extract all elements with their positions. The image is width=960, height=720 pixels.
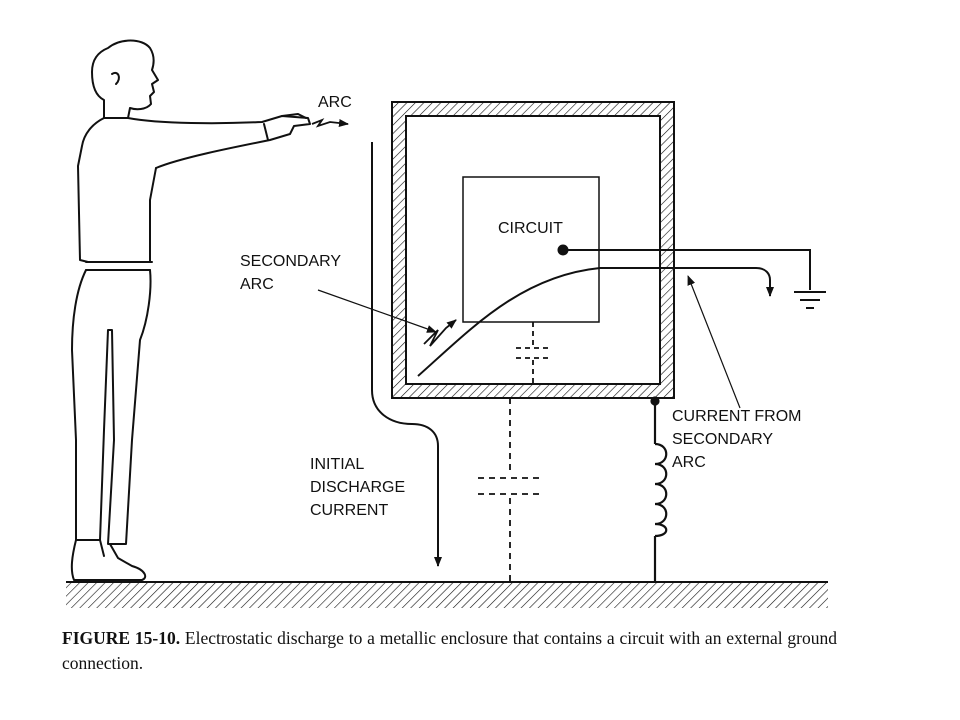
initial-discharge-path xyxy=(371,142,442,567)
internal-capacitor xyxy=(516,322,550,384)
secondary-current-path xyxy=(417,267,774,377)
ground-plane xyxy=(66,581,828,608)
external-capacitor xyxy=(478,398,542,582)
initial-discharge-label-line3: CURRENT xyxy=(310,502,388,519)
arc-zigzag xyxy=(311,118,349,128)
current-from-secondary-label-line2: SECONDARY xyxy=(672,431,773,448)
arc-label: ARC xyxy=(318,94,352,111)
current-from-secondary-label-line1: CURRENT FROM xyxy=(672,408,801,425)
circuit-ground-wire xyxy=(557,244,811,290)
secondary-arc-leader xyxy=(317,289,437,333)
figure-number: FIGURE 15-10. xyxy=(62,628,181,648)
caption-text: Electrostatic discharge to a metallic en… xyxy=(62,628,837,673)
current-from-secondary-label-line3: ARC xyxy=(672,454,706,471)
ground-lead-inductor xyxy=(650,396,668,582)
ground-symbol-icon xyxy=(794,291,826,309)
circuit-label: CIRCUIT xyxy=(498,220,563,237)
secondary-arc-label-line2: ARC xyxy=(240,276,274,293)
initial-discharge-label-line1: INITIAL xyxy=(310,456,364,473)
current-from-secondary-leader xyxy=(687,275,741,409)
person-figure xyxy=(70,39,311,581)
figure-caption: FIGURE 15-10. Electrostatic discharge to… xyxy=(62,626,837,676)
secondary-arc-zigzag xyxy=(423,319,457,347)
secondary-arc-label-line1: SECONDARY xyxy=(240,253,341,270)
initial-discharge-label-line2: DISCHARGE xyxy=(310,479,405,496)
